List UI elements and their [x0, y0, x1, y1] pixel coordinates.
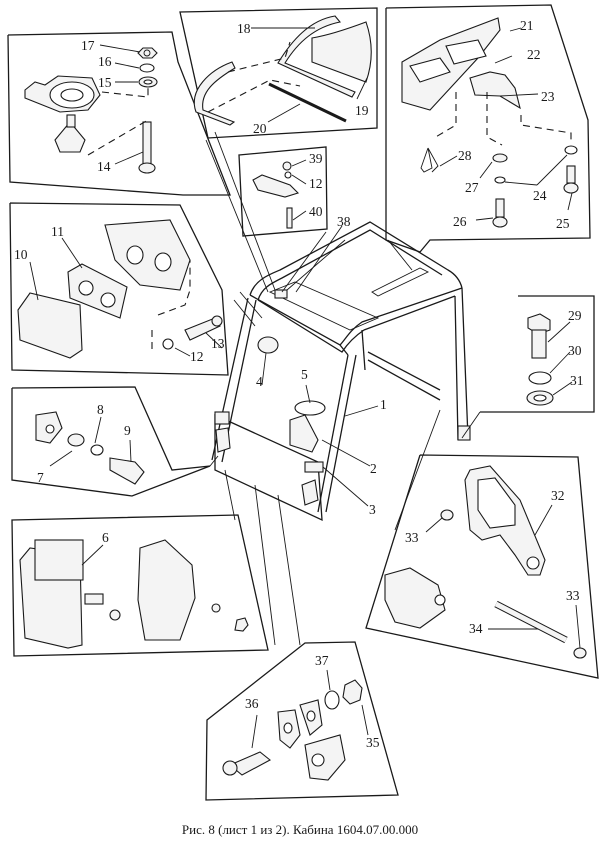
- callout-38: 38: [337, 214, 351, 229]
- callout-39: 39: [309, 151, 323, 166]
- callout-10: 10: [14, 247, 28, 262]
- bolt-40: [286, 207, 293, 229]
- callout-4: 4: [256, 374, 263, 389]
- nut-35: [342, 679, 363, 705]
- lamp-cover: [137, 539, 196, 641]
- washer-7: [67, 433, 85, 447]
- glass-19: [311, 21, 372, 83]
- callout-7: 7: [37, 470, 44, 485]
- callout-15: 15: [98, 75, 112, 90]
- panel-window-seal: 18 19 20: [179, 7, 378, 139]
- callout-22: 22: [527, 47, 541, 62]
- panel-latch: 36 37 35: [205, 641, 399, 801]
- spring-washer-8: [90, 444, 104, 456]
- callout-6: 6: [102, 530, 109, 545]
- callout-8: 8: [97, 402, 104, 417]
- panel-side-lamp: 10 11 12 13: [9, 202, 229, 376]
- washer-27: [492, 153, 508, 163]
- washer-12: [284, 171, 292, 179]
- callout-14: 14: [97, 159, 111, 174]
- callout-1: 1: [380, 397, 387, 412]
- panel-rear-mount: 29 30 31: [480, 295, 595, 413]
- spring-washer-24: [494, 176, 506, 184]
- steering-wheel-5: [294, 400, 326, 416]
- screw-13: [184, 317, 221, 341]
- washer-33b: [573, 647, 587, 659]
- nut-39: [282, 161, 292, 171]
- panel-hinge-bracket: 33 32 34 33: [365, 454, 599, 679]
- callout-33-right: 33: [566, 588, 580, 603]
- callout-9: 9: [124, 423, 131, 438]
- callout-30: 30: [568, 343, 582, 358]
- callout-26: 26: [453, 214, 467, 229]
- screw-36: [228, 751, 271, 776]
- callout-25: 25: [556, 216, 570, 231]
- washer-33: [440, 509, 454, 521]
- callout-20: 20: [253, 121, 267, 136]
- panel-mirror-mount: 17 16 15 14: [7, 31, 231, 196]
- bracket-23: [469, 71, 521, 110]
- spring-washer-30: [528, 371, 552, 385]
- callout-24: 24: [533, 188, 547, 203]
- panel-head-lamp: 6: [11, 514, 269, 657]
- panel-handle-mount: 7 8 9: [11, 386, 211, 497]
- callout-18: 18: [237, 21, 251, 36]
- cab-assembly: 4 5 1 2 3 38: [205, 131, 481, 646]
- callout-19: 19: [355, 103, 369, 118]
- spring-washer-12: [162, 338, 174, 350]
- callout-17: 17: [81, 38, 95, 53]
- clip-28: [420, 147, 439, 173]
- callout-2: 2: [370, 461, 377, 476]
- callout-40: 40: [309, 204, 323, 219]
- callout-33-left: 33: [405, 530, 419, 545]
- roof-slot: [371, 267, 430, 297]
- pin-34: [494, 601, 568, 643]
- callout-11: 11: [51, 224, 64, 239]
- callout-3: 3: [369, 502, 376, 517]
- callout-5: 5: [301, 367, 308, 382]
- plate-bracket: [252, 174, 300, 198]
- front-pillar-right: [317, 354, 357, 513]
- screw-25: [566, 165, 576, 184]
- switch-21: [409, 57, 451, 83]
- callout-13: 13: [211, 336, 225, 351]
- panel-switch-block: 21 22 23 24 25 26 27 28: [385, 4, 591, 253]
- callout-16: 16: [98, 54, 112, 69]
- screw-26: [495, 198, 505, 218]
- bolt-14: [142, 121, 152, 165]
- nut-17: [137, 47, 158, 59]
- bolt-9: [109, 457, 145, 485]
- roof-front-edge: [249, 221, 463, 296]
- callout-12-roof: 12: [309, 176, 323, 191]
- panel-roof-bracket: 39 12 40: [238, 146, 328, 237]
- callout-21: 21: [520, 18, 534, 33]
- latch-body: [304, 734, 346, 781]
- steering-column-2: [289, 414, 319, 453]
- switch-22: [445, 39, 487, 65]
- callout-36: 36: [245, 696, 259, 711]
- lamp-10: [17, 292, 83, 359]
- callout-12-lamp: 12: [190, 349, 204, 364]
- callout-23: 23: [541, 89, 555, 104]
- callout-29: 29: [568, 308, 582, 323]
- bolt-29: [527, 313, 551, 335]
- roof-lamp-4: [257, 336, 279, 354]
- front-panel: [214, 413, 323, 522]
- spring-washer-16: [139, 63, 155, 73]
- washer-37: [324, 690, 340, 710]
- figure-caption: Рис. 8 (лист 1 из 2). Кабина 1604.07.00.…: [181, 822, 419, 837]
- callout-35: 35: [366, 735, 380, 750]
- callout-28: 28: [458, 148, 472, 163]
- callout-37: 37: [315, 653, 329, 668]
- hinge-block: [384, 567, 446, 629]
- callout-34: 34: [469, 621, 483, 636]
- seal-strip-left: [193, 61, 236, 126]
- seal-strip-18: [277, 15, 356, 98]
- callout-32: 32: [551, 488, 565, 503]
- callout-27: 27: [465, 180, 479, 195]
- callout-31: 31: [570, 373, 584, 388]
- lamp-bracket: [104, 219, 191, 291]
- switch-3: [304, 461, 324, 473]
